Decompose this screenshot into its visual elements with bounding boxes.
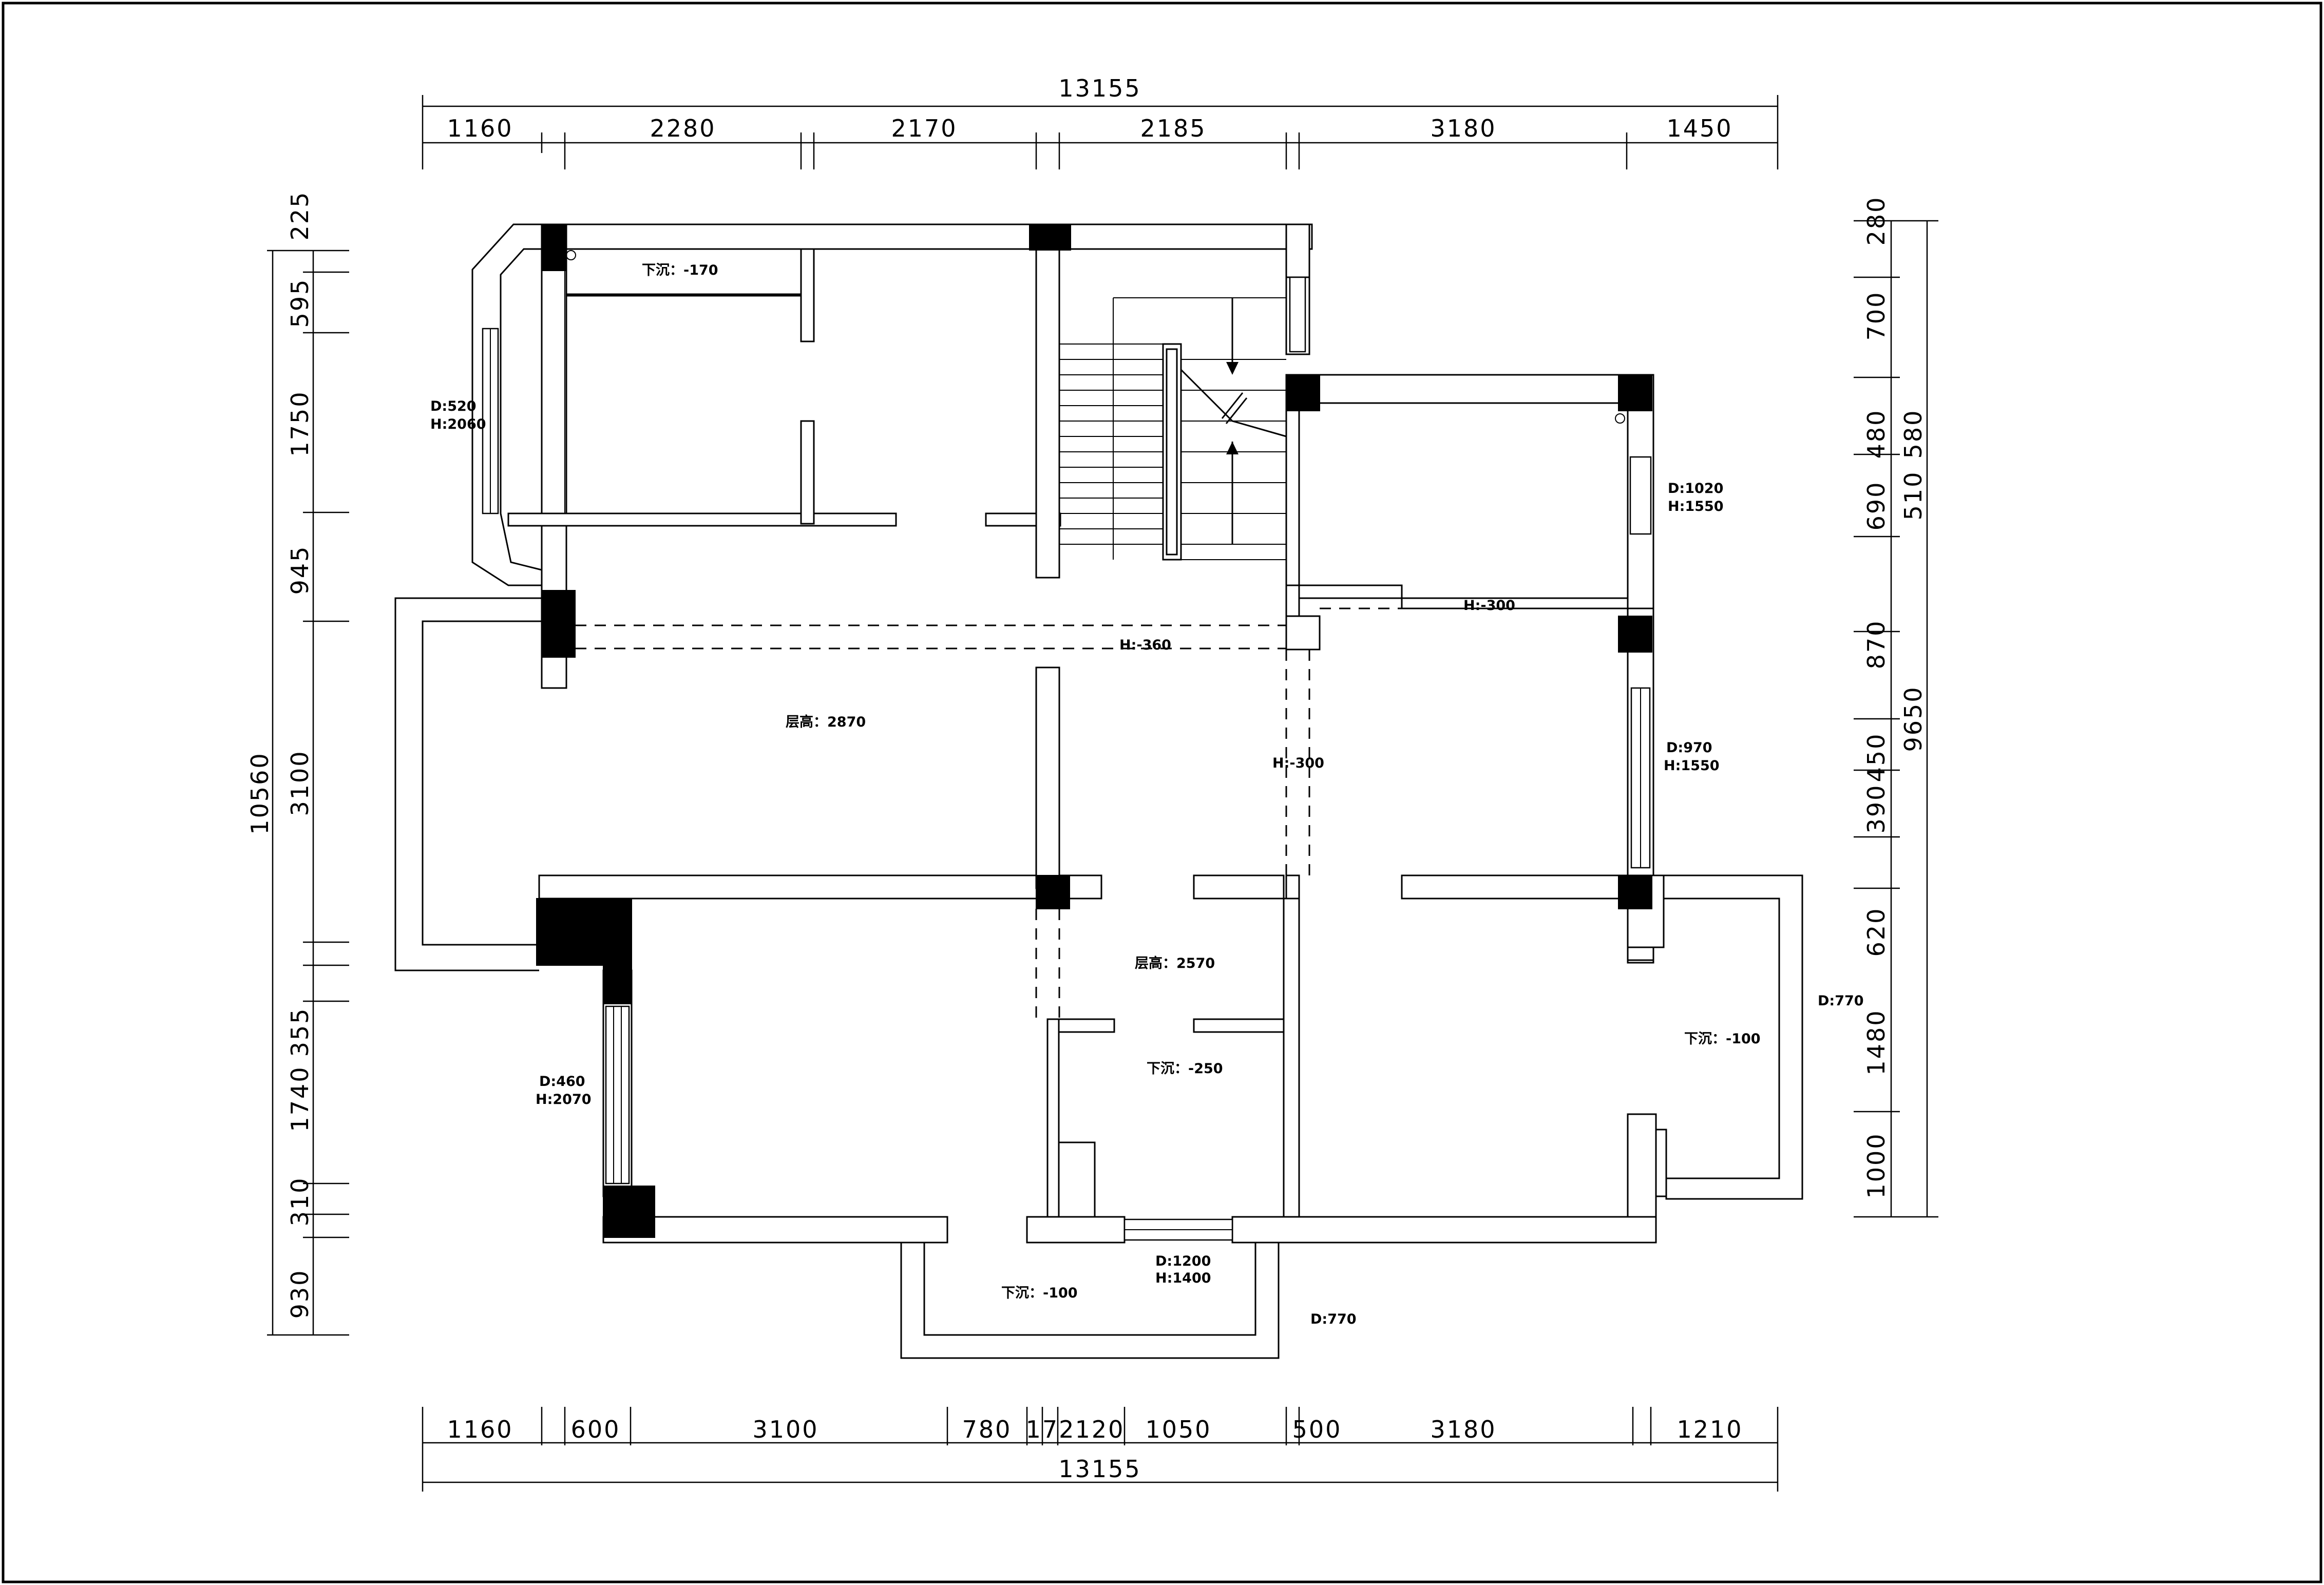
bottom-dim-9: 3180 bbox=[1430, 1416, 1496, 1443]
bottom-dim-8: 500 bbox=[1292, 1416, 1342, 1443]
note-beam-right-upper: H:-300 bbox=[1463, 598, 1515, 614]
note-window-right-middle-d: D:970 bbox=[1666, 740, 1712, 756]
right-inner-dim-1: 580 bbox=[1899, 409, 1927, 459]
bottom-dim-10: 1210 bbox=[1677, 1416, 1743, 1443]
note-sink-bathroom: 下沉：-250 bbox=[1147, 1061, 1223, 1077]
note-window-right-bay: D:770 bbox=[1818, 993, 1864, 1009]
left-dim-5: 3100 bbox=[286, 750, 314, 816]
right-dim-10: 1000 bbox=[1862, 1132, 1890, 1198]
top-dim-6: 1450 bbox=[1666, 114, 1732, 142]
note-window-left-upper-d: D:520 bbox=[430, 398, 477, 414]
left-dim-2: 595 bbox=[286, 278, 314, 328]
right-dimensions: 280 700 480 690 870 450 390 620 1480 100… bbox=[1854, 196, 1938, 1218]
left-dim-3: 1750 bbox=[286, 390, 314, 456]
left-dim-1: 225 bbox=[286, 191, 314, 241]
top-dim-2: 2280 bbox=[650, 114, 716, 142]
note-window-bottom-h: H:1400 bbox=[1155, 1270, 1211, 1286]
left-total-dim: 10560 bbox=[246, 752, 274, 834]
right-dim-4: 690 bbox=[1862, 481, 1890, 531]
beam-lines bbox=[575, 607, 1628, 1142]
top-dim-4: 2185 bbox=[1140, 114, 1206, 142]
note-sink-balcony: 下沉：-100 bbox=[1001, 1285, 1078, 1301]
right-dim-9: 1480 bbox=[1862, 1009, 1890, 1075]
right-dim-2: 700 bbox=[1862, 291, 1890, 341]
right-dim-7: 390 bbox=[1862, 784, 1890, 834]
left-dim-4: 945 bbox=[286, 545, 314, 595]
note-window-bottom-d: D:1200 bbox=[1155, 1253, 1211, 1269]
note-ceiling-middle: 层高：2570 bbox=[1135, 955, 1215, 971]
right-total-dim: 9650 bbox=[1899, 685, 1927, 752]
bottom-dim-2: 600 bbox=[571, 1416, 621, 1443]
bottom-total-dim: 13155 bbox=[1058, 1455, 1141, 1483]
note-ceiling-main: 层高：2870 bbox=[786, 714, 866, 730]
note-beam-middle: H:-360 bbox=[1119, 637, 1171, 653]
left-dim-8: 310 bbox=[286, 1177, 314, 1227]
top-dimensions: 13155 1160 2280 2170 2185 3180 1450 bbox=[422, 74, 1779, 169]
top-dim-5: 3180 bbox=[1430, 114, 1496, 142]
note-window-bottom-right: D:770 bbox=[1310, 1311, 1357, 1327]
note-window-left-lower-d: D:460 bbox=[539, 1074, 585, 1090]
staircase bbox=[1059, 297, 1287, 561]
note-window-left-lower-h: H:2070 bbox=[536, 1092, 592, 1107]
left-dim-6: 355 bbox=[286, 1007, 314, 1057]
annotations: 下沉：-170 D:520 H:2060 D:1020 H:1550 H:-30… bbox=[430, 262, 1864, 1327]
right-dim-3: 480 bbox=[1862, 409, 1890, 459]
bottom-dim-7: 1050 bbox=[1145, 1416, 1211, 1443]
right-dim-1: 280 bbox=[1862, 196, 1890, 246]
note-sink-top-left: 下沉：-170 bbox=[642, 262, 718, 278]
bottom-dim-4: 780 bbox=[962, 1416, 1012, 1443]
marker-circle bbox=[1615, 413, 1625, 424]
note-sink-right-room: 下沉：-100 bbox=[1684, 1031, 1761, 1047]
note-window-right-middle-h: H:1550 bbox=[1664, 758, 1720, 774]
bottom-dim-1: 1160 bbox=[447, 1416, 513, 1443]
right-dim-8: 620 bbox=[1862, 907, 1890, 957]
right-dim-6: 450 bbox=[1862, 733, 1890, 782]
structural-columns bbox=[536, 224, 1652, 1238]
top-total-dim: 13155 bbox=[1058, 74, 1141, 102]
left-dim-9: 930 bbox=[286, 1269, 314, 1319]
bottom-dimensions: 1160 600 3100 780 172 120 1050 500 3180 … bbox=[422, 1407, 1779, 1492]
left-dimensions: 225 595 1750 945 3100 355 1740 310 930 1… bbox=[246, 191, 349, 1336]
right-inner-dim-2: 510 bbox=[1899, 471, 1927, 521]
note-window-left-upper-h: H:2060 bbox=[430, 416, 486, 432]
note-beam-vertical: H:-300 bbox=[1272, 755, 1324, 771]
top-dim-3: 2170 bbox=[891, 114, 957, 142]
marker-circle bbox=[566, 250, 576, 260]
bottom-dim-5: 172 bbox=[1026, 1416, 1076, 1443]
top-dim-1: 1160 bbox=[447, 114, 513, 142]
right-dim-5: 870 bbox=[1862, 620, 1890, 670]
left-dim-7: 1740 bbox=[286, 1065, 314, 1132]
bottom-dim-3: 3100 bbox=[752, 1416, 818, 1443]
note-window-right-upper-d: D:1020 bbox=[1668, 481, 1723, 496]
note-window-right-upper-h: H:1550 bbox=[1668, 499, 1724, 514]
bottom-dim-6: 120 bbox=[1075, 1416, 1125, 1443]
